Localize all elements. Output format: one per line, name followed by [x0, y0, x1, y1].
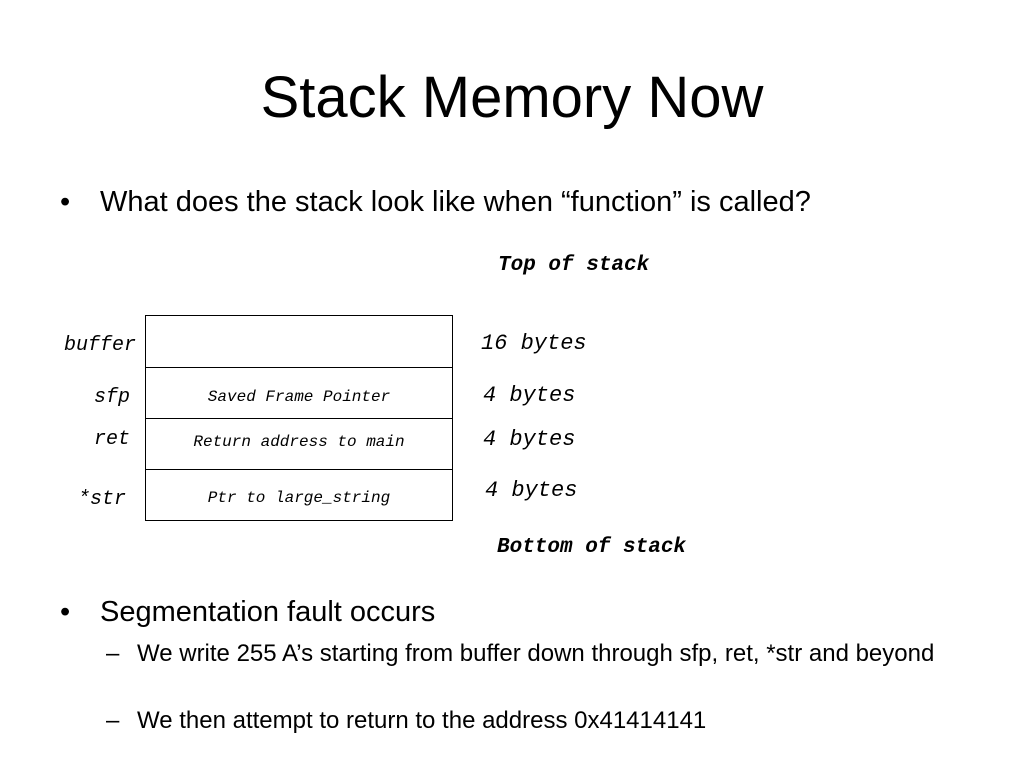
size-label-str: 4 bytes	[485, 478, 578, 503]
bullet-segfault: • Segmentation fault occurs	[60, 592, 435, 632]
bullet-question: • What does the stack look like when “fun…	[60, 182, 811, 222]
stack-cell-ret: Return address to main	[146, 419, 452, 470]
dash-marker: –	[106, 640, 120, 667]
sub-bullet-write: –We write 255 A’s starting from buffer d…	[106, 638, 937, 669]
stack-cell-sfp: Saved Frame Pointer	[146, 368, 452, 419]
size-label-sfp: 4 bytes	[483, 383, 576, 408]
dash-marker: –	[106, 707, 120, 734]
sub-bullet-return-text: We then attempt to return to the address…	[137, 707, 707, 734]
bullet-question-text: What does the stack look like when “func…	[100, 186, 811, 218]
size-label-ret: 4 bytes	[483, 427, 576, 452]
bullet-segfault-text: Segmentation fault occurs	[100, 596, 436, 628]
top-of-stack-label: Top of stack	[498, 254, 650, 277]
stack-label-str: *str	[77, 488, 126, 511]
stack-diagram: Saved Frame Pointer Return address to ma…	[145, 315, 453, 521]
bottom-of-stack-label: Bottom of stack	[497, 536, 687, 559]
slide-title: Stack Memory Now	[260, 65, 764, 130]
stack-cell-str: Ptr to large_string	[207, 489, 391, 507]
stack-label-buffer: buffer	[63, 334, 136, 357]
bullet-marker: •	[60, 596, 71, 628]
stack-label-ret: ret	[93, 428, 130, 451]
sub-bullet-return: –We then attempt to return to the addres…	[106, 705, 937, 736]
size-label-buffer: 16 bytes	[481, 331, 587, 356]
sub-bullet-write-text: We write 255 A’s starting from buffer do…	[137, 640, 935, 667]
bullet-marker: •	[60, 186, 71, 218]
stack-label-sfp: sfp	[93, 386, 130, 409]
stack-cell-buffer	[146, 316, 452, 368]
